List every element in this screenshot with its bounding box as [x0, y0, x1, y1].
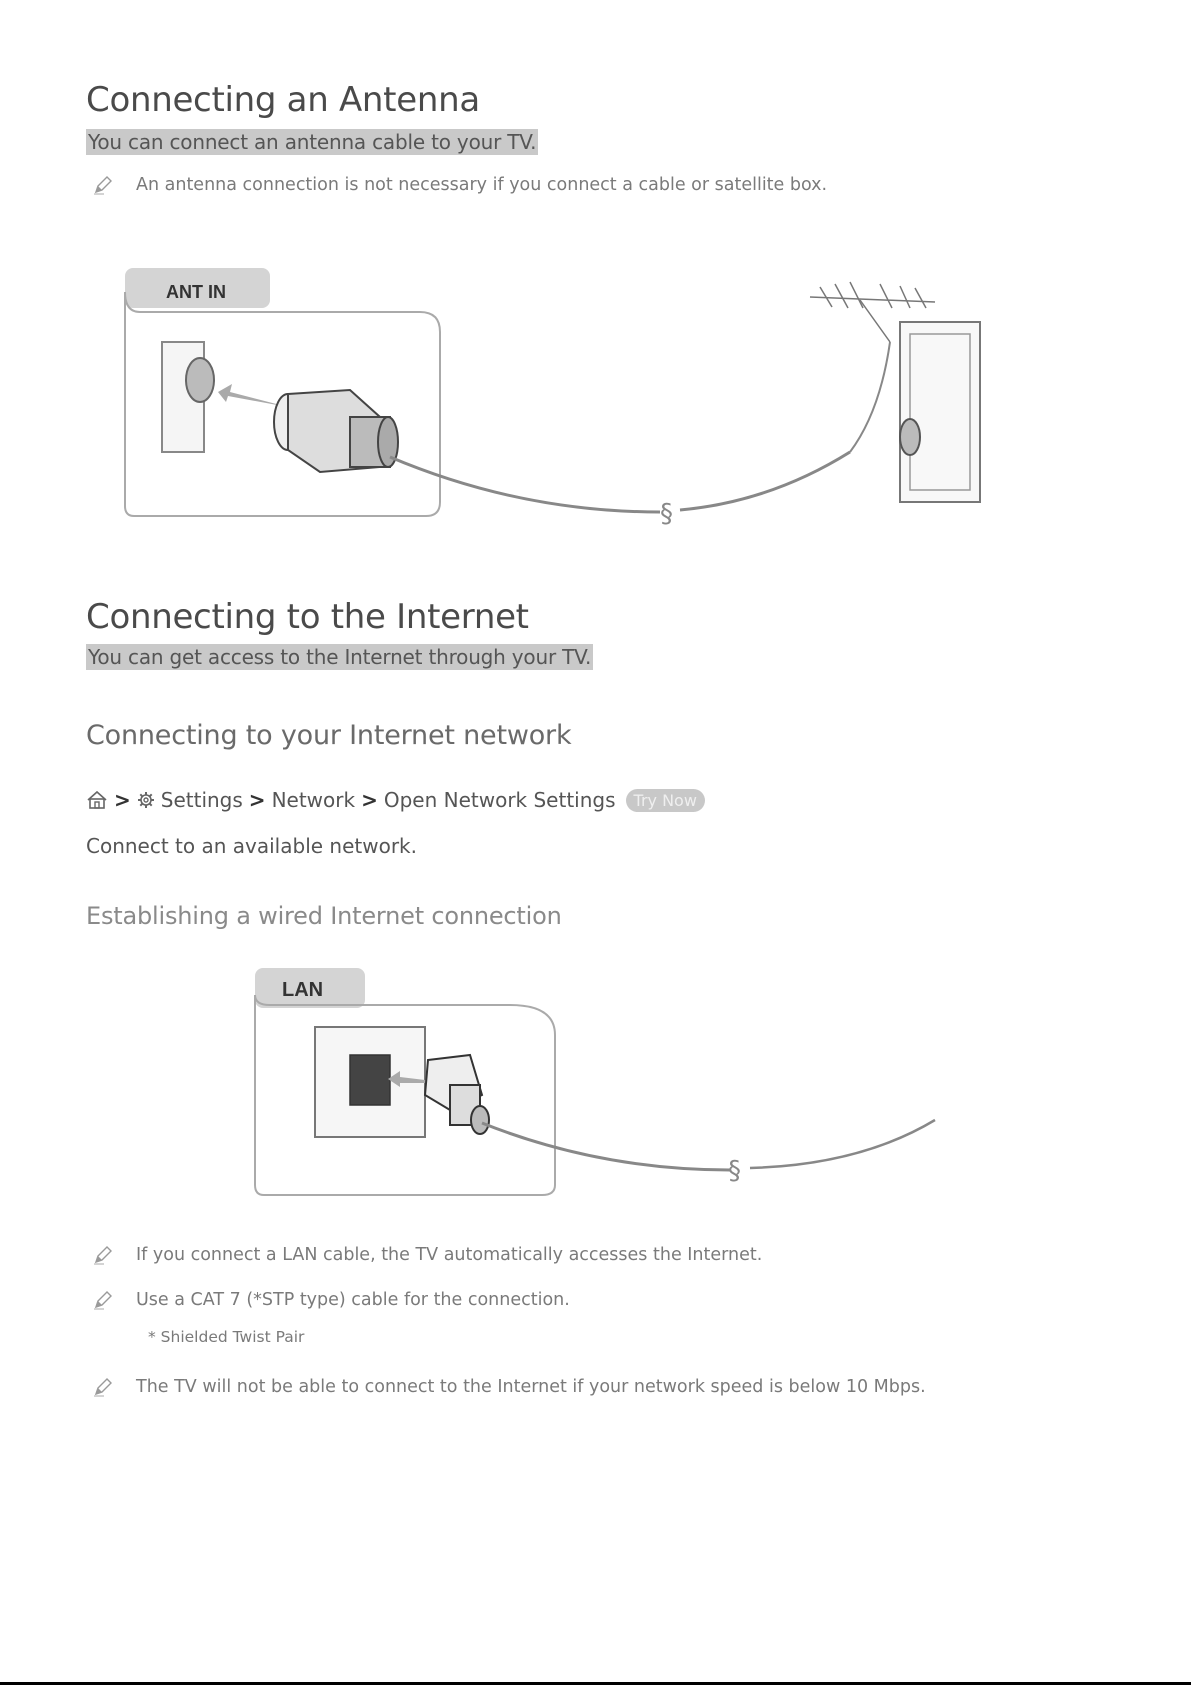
internet-subtitle: You can get access to the Internet throu… — [86, 644, 594, 670]
insert-arrow-icon — [218, 384, 288, 407]
try-now-button[interactable]: Try Now — [625, 788, 705, 812]
breadcrumb-open-network-settings[interactable]: Open Network Settings — [383, 788, 616, 812]
page-bottom-border — [0, 1682, 1191, 1685]
wired-note-2: Use a CAT 7 (*STP type) cable for the co… — [136, 1290, 570, 1310]
lan-cable — [481, 1121, 731, 1172]
antenna-cable — [389, 455, 661, 514]
pencil-note-icon — [94, 1378, 112, 1397]
antenna-subtitle: You can connect an antenna cable to your… — [86, 129, 539, 155]
rj45-plug — [423, 1053, 490, 1135]
lan-panel — [254, 994, 556, 1196]
pencil-note-icon — [94, 1246, 112, 1265]
pencil-note-icon — [94, 1291, 112, 1310]
network-body: Connect to an available network. — [86, 834, 417, 858]
cable-break-icon: § — [660, 499, 673, 529]
internet-title: Connecting to the Internet — [86, 597, 529, 637]
ant-in-tab — [125, 268, 270, 308]
wall-outlet — [899, 321, 981, 503]
lan-port — [349, 1054, 391, 1106]
wired-note-1: If you connect a LAN cable, the TV autom… — [136, 1245, 763, 1265]
wired-note-3: The TV will not be able to connect to th… — [136, 1377, 926, 1397]
antenna-title: Connecting an Antenna — [86, 80, 480, 120]
network-heading: Connecting to your Internet network — [86, 720, 572, 751]
ant-socket — [185, 357, 215, 403]
pencil-note-icon — [94, 176, 112, 195]
coax-plug — [273, 388, 399, 474]
breadcrumb-network[interactable]: Network — [271, 788, 356, 812]
lan-tab — [255, 968, 365, 1008]
stp-footnote: * Shielded Twist Pair — [148, 1328, 305, 1346]
roof-antenna-icon — [809, 281, 936, 343]
ant-in-panel — [124, 291, 441, 517]
lan-label: LAN — [282, 979, 323, 1001]
breadcrumb-separator: > — [114, 788, 131, 812]
cable-break-icon: § — [728, 1156, 741, 1186]
home-icon[interactable] — [86, 790, 108, 810]
settings-breadcrumb: > Settings > Network > Open Network Sett… — [86, 788, 705, 812]
breadcrumb-separator: > — [361, 788, 378, 812]
wired-heading: Establishing a wired Internet connection — [86, 902, 562, 930]
gear-icon — [137, 792, 154, 808]
antenna-note: An antenna connection is not necessary i… — [136, 175, 828, 195]
breadcrumb-settings[interactable]: Settings — [160, 788, 243, 812]
lan-connection-diagram: LAN § — [254, 968, 936, 1196]
ant-in-label: ANT IN — [166, 282, 226, 302]
antenna-connection-diagram: ANT IN § — [124, 268, 981, 529]
breadcrumb-separator: > — [248, 788, 266, 812]
